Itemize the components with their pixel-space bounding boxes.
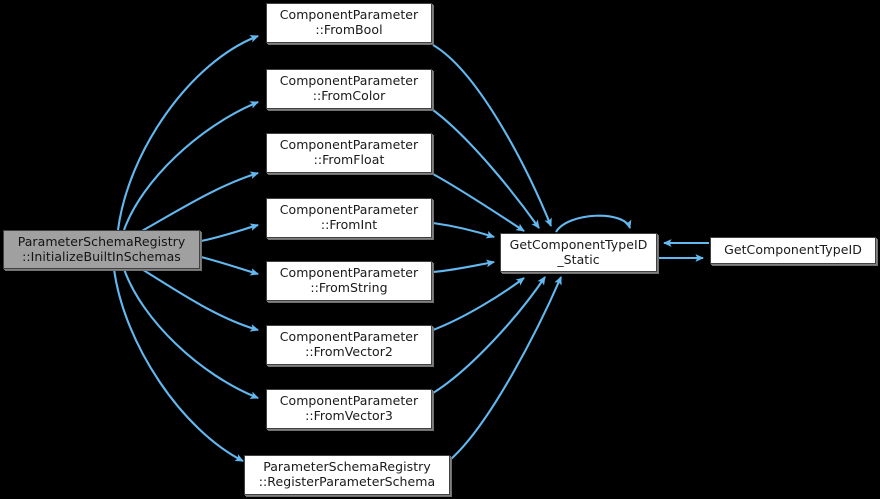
node-from-float[interactable]: ComponentParameter ::FromFloat bbox=[266, 133, 432, 173]
node-label: ComponentParameter ::FromBool bbox=[279, 7, 419, 37]
node-from-vector2[interactable]: ComponentParameter ::FromVector2 bbox=[266, 325, 432, 365]
edge-fromvector2-to-gctid-static bbox=[432, 277, 525, 331]
node-from-int[interactable]: ComponentParameter ::FromInt bbox=[266, 198, 432, 238]
node-label: ParameterSchemaRegistry ::InitializeBuil… bbox=[17, 233, 186, 264]
edge-fromint-to-gctid-static bbox=[432, 221, 495, 239]
node-label: GetComponentTypeID _Static bbox=[509, 236, 648, 267]
node-label: ComponentParameter ::FromInt bbox=[279, 202, 419, 232]
edge-fromstring-to-gctid-static bbox=[432, 259, 495, 274]
node-register-parameter-schema[interactable]: ParameterSchemaRegistry ::RegisterParame… bbox=[244, 455, 450, 495]
node-from-bool[interactable]: ComponentParameter ::FromBool bbox=[266, 3, 432, 43]
node-initialize-built-in-schemas[interactable]: ParameterSchemaRegistry ::InitializeBuil… bbox=[3, 230, 200, 269]
node-from-string[interactable]: ComponentParameter ::FromString bbox=[266, 261, 432, 301]
edge-init-to-fromfloat bbox=[139, 171, 259, 233]
edge-init-to-register bbox=[112, 268, 244, 462]
edge-gctid-static-self-loop bbox=[555, 214, 632, 233]
edge-init-to-fromcolor bbox=[123, 101, 259, 231]
edge-init-to-fromvector3 bbox=[123, 268, 259, 399]
node-get-component-type-id-static[interactable]: GetComponentTypeID _Static bbox=[500, 233, 657, 272]
node-from-color[interactable]: ComponentParameter ::FromColor bbox=[266, 69, 432, 109]
edge-fromfloat-to-gctid-static bbox=[432, 173, 525, 232]
edge-register-to-gctid-static bbox=[450, 276, 562, 460]
node-from-vector3[interactable]: ComponentParameter ::FromVector3 bbox=[266, 389, 432, 429]
edge-init-to-fromvector2 bbox=[139, 267, 259, 332]
node-label: GetComponentTypeID bbox=[724, 242, 862, 258]
edge-init-to-frombool bbox=[116, 35, 259, 231]
edge-fromcolor-to-gctid-static bbox=[432, 109, 540, 229]
edge-frombool-to-gctid-static bbox=[432, 44, 552, 227]
node-label: ComponentParameter ::FromColor bbox=[279, 73, 419, 103]
node-label: ComponentParameter ::FromString bbox=[279, 265, 419, 295]
node-get-component-type-id[interactable]: GetComponentTypeID bbox=[710, 237, 876, 264]
edge-init-to-fromint bbox=[200, 223, 259, 243]
edge-init-to-fromstring bbox=[200, 255, 259, 276]
node-label: ComponentParameter ::FromVector3 bbox=[279, 393, 419, 423]
node-label: ParameterSchemaRegistry ::RegisterParame… bbox=[258, 459, 436, 489]
edge-fromvector3-to-gctid-static bbox=[432, 276, 546, 394]
node-label: ComponentParameter ::FromVector2 bbox=[279, 329, 419, 359]
node-label: ComponentParameter ::FromFloat bbox=[279, 137, 419, 167]
